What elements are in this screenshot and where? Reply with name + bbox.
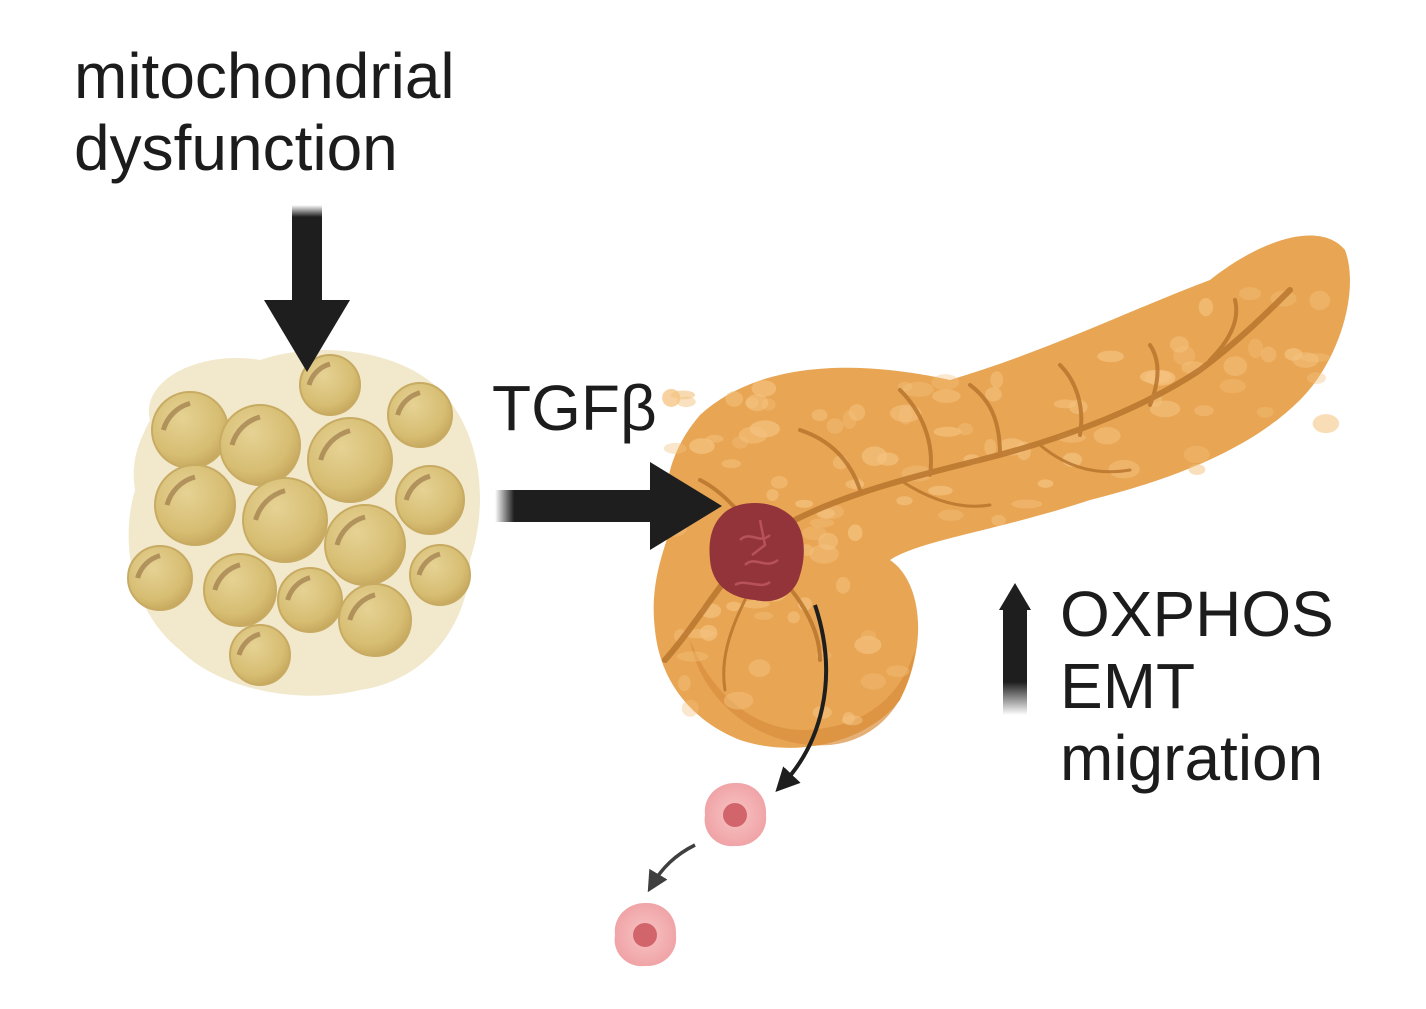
migration-arrow-2 bbox=[647, 843, 696, 893]
arrow-right-tgfb bbox=[495, 462, 722, 550]
arrow-down-mitochondria bbox=[264, 205, 350, 372]
label-line: EMT bbox=[1060, 650, 1196, 722]
arrow-up-increase bbox=[999, 583, 1031, 715]
label-line: mitochondrial bbox=[74, 40, 455, 112]
label-line: dysfunction bbox=[74, 112, 398, 184]
label-line: migration bbox=[1060, 722, 1324, 794]
label-line: OXPHOS bbox=[1060, 578, 1334, 650]
adipose-tissue-cluster-icon bbox=[127, 350, 480, 696]
migrating-cell-icon bbox=[614, 902, 677, 967]
label-tgfb: TGFβ bbox=[492, 372, 657, 444]
label-increased-outcomes: OXPHOS EMT migration bbox=[1060, 578, 1334, 794]
tumor-mass-icon bbox=[709, 502, 804, 602]
label-mitochondrial-dysfunction: mitochondrial dysfunction bbox=[74, 40, 455, 184]
migration-arrow-1 bbox=[775, 604, 828, 792]
migrating-cell-icon bbox=[704, 782, 767, 847]
